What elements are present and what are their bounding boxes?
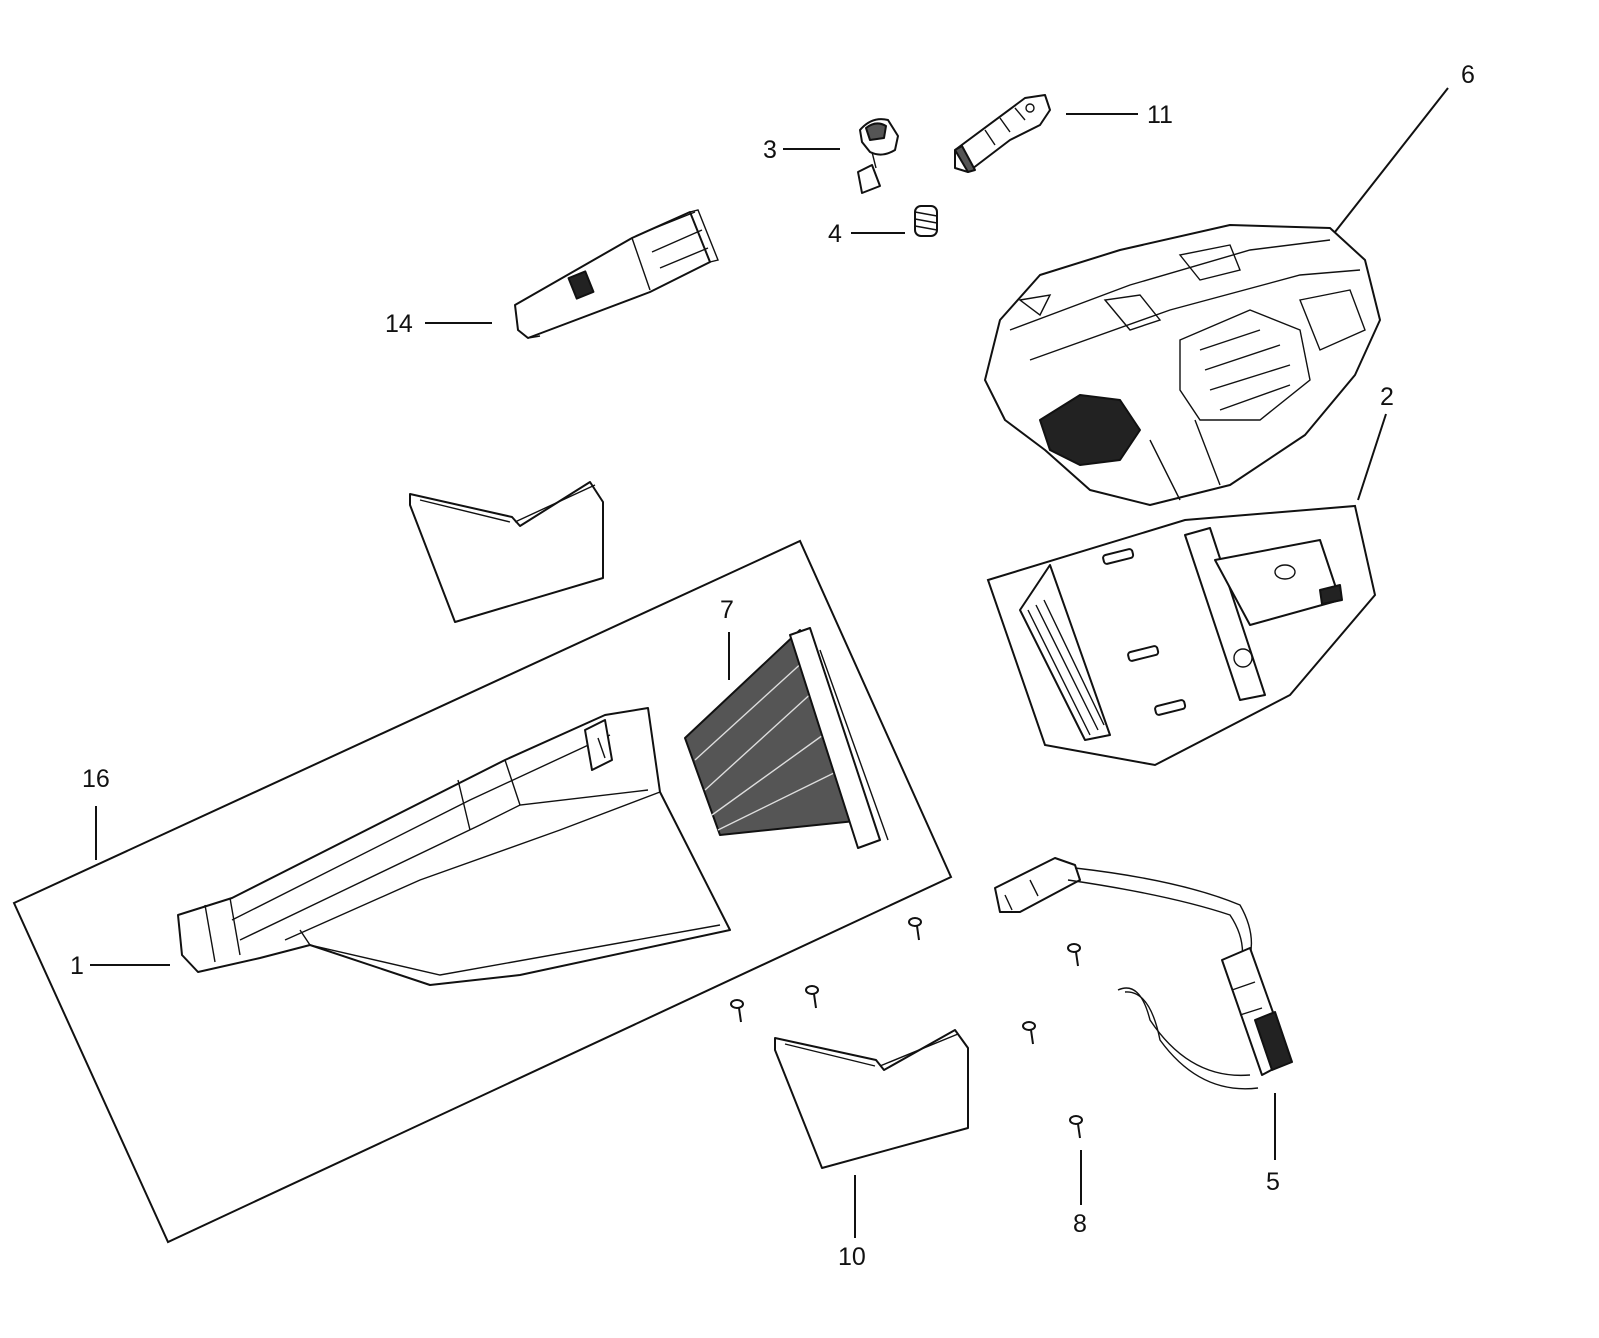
part-4-spring[interactable] xyxy=(914,205,938,237)
part-1-dust-bowl[interactable] xyxy=(177,707,731,986)
screw xyxy=(908,917,922,941)
screw xyxy=(1067,943,1081,967)
leader-6 xyxy=(1334,87,1449,233)
label-5: 5 xyxy=(1266,1168,1280,1196)
part-3-release-button[interactable] xyxy=(857,118,899,194)
label-3: 3 xyxy=(763,136,777,164)
part-11-switch-button[interactable] xyxy=(954,94,1051,173)
part-10-dust-flap[interactable] xyxy=(774,1029,969,1169)
label-14: 14 xyxy=(385,310,413,338)
part-8-screws[interactable] xyxy=(730,917,1083,1139)
screw xyxy=(805,985,819,1009)
part-7-filter[interactable] xyxy=(684,627,889,849)
part-5-wiring-harness[interactable] xyxy=(994,857,1293,1090)
label-2: 2 xyxy=(1380,383,1394,411)
label-6: 6 xyxy=(1461,61,1475,89)
screw xyxy=(730,999,744,1023)
label-8: 8 xyxy=(1073,1210,1087,1238)
part-6-motor-housing[interactable] xyxy=(984,224,1381,506)
label-16: 16 xyxy=(82,765,110,793)
label-10: 10 xyxy=(838,1243,866,1271)
screw xyxy=(1069,1115,1083,1139)
part-14-battery-pack[interactable] xyxy=(514,209,719,339)
part-2-motor-assembly-frame[interactable] xyxy=(986,504,1377,767)
screw xyxy=(1022,1021,1036,1045)
label-11: 11 xyxy=(1147,101,1173,129)
upper-dust-flap[interactable] xyxy=(409,481,604,623)
label-1: 1 xyxy=(70,952,84,980)
label-7: 7 xyxy=(720,596,734,624)
label-4: 4 xyxy=(828,220,842,248)
part-16-kit-frame xyxy=(12,539,953,1244)
leader-2 xyxy=(1357,413,1387,501)
